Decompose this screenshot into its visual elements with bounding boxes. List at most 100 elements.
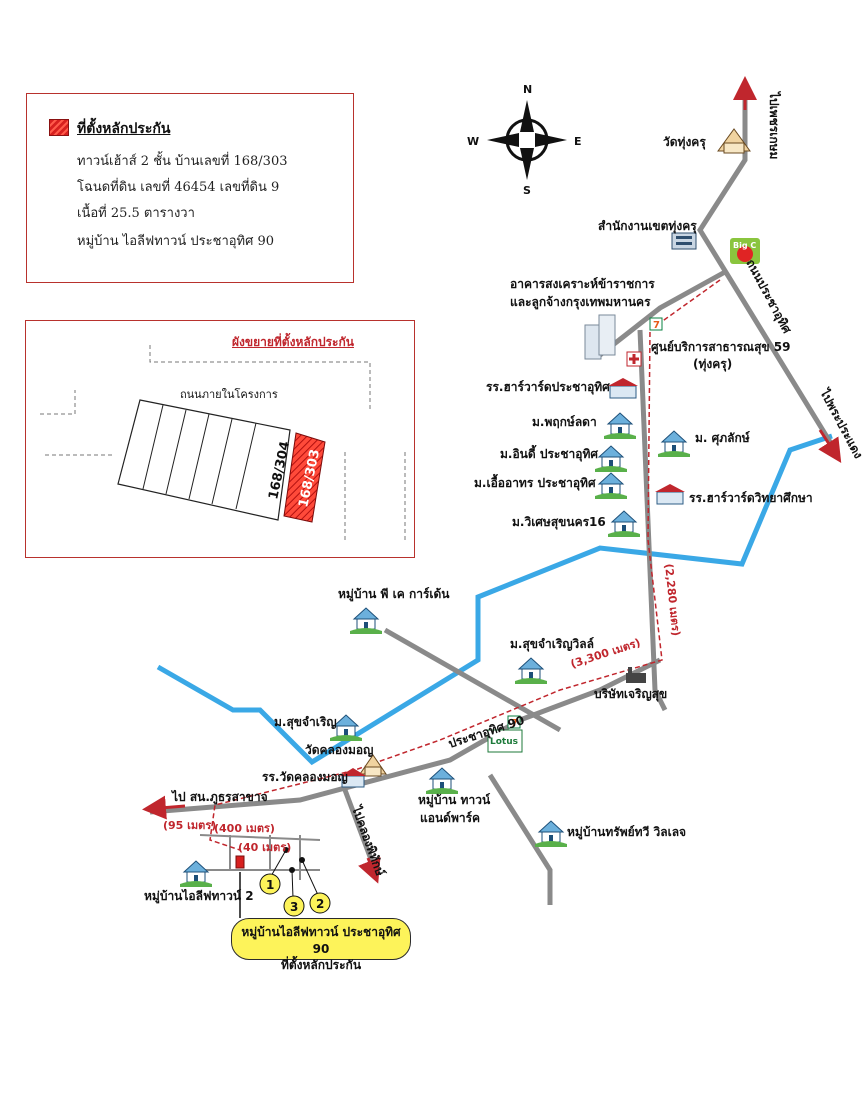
label-m-sukjaroen-ville: ม.สุขจำเริญวิลล์ bbox=[510, 637, 594, 652]
distance-label-3: (95 เมตร) bbox=[163, 819, 216, 832]
canal bbox=[156, 433, 833, 766]
road-pu90 bbox=[149, 657, 662, 815]
house-icon-sukjaroen-ville bbox=[514, 657, 548, 685]
compass-rose: N S E W bbox=[467, 83, 582, 197]
label-to-canal: ไปคลองพิทักษ์ bbox=[348, 802, 388, 878]
arrow-south bbox=[358, 856, 381, 884]
numbered-marker-2: 2 bbox=[309, 892, 331, 914]
label-road-prachauthit: ถนนประชาอุทิศ bbox=[742, 257, 794, 337]
house-icon-phruksa bbox=[603, 412, 637, 440]
label-school-witthayasuksa: รร.ฮาร์วาร์ดวิทยาศึกษา bbox=[689, 491, 813, 505]
label-wat-thung-khru: วัดทุ่งครุ bbox=[663, 135, 706, 150]
collateral-swatch bbox=[49, 119, 69, 136]
house-icon-indy bbox=[594, 445, 628, 473]
legend-title: ที่ตั้งหลักประกัน bbox=[77, 121, 171, 137]
label-m-sukon: ม. ศุภลักษ์ bbox=[695, 431, 750, 446]
inset-plan: ถนนภายในโครงการ 168/304 168/303 bbox=[40, 345, 406, 540]
svg-text:1: 1 bbox=[266, 878, 274, 892]
road-south bbox=[487, 773, 553, 905]
local-lanes bbox=[199, 834, 321, 880]
callout-line-2: ที่ตั้งหลักประกัน bbox=[280, 958, 362, 972]
legend-line-3: เนื้อที่ 25.5 ตารางวา bbox=[77, 206, 195, 221]
house-icon-wisetsuk bbox=[607, 510, 641, 538]
label-company: บริษัทเจริญสุข bbox=[594, 687, 667, 702]
seven-eleven-icon-2: 7 bbox=[507, 715, 521, 729]
label-sap-thawi: หมู่บ้านทรัพย์ทวี วิลเลจ bbox=[567, 825, 686, 840]
inset-frame bbox=[25, 320, 415, 558]
label-townplus-1: หมู่บ้าน ทาวน์ bbox=[418, 793, 491, 808]
house-icon-ilife2 bbox=[179, 860, 213, 888]
school-icon-1 bbox=[608, 378, 638, 399]
label-to-phetkasem: ไปเพชรเกษม bbox=[767, 90, 782, 159]
label-wat-khlong: วัดคลองมอญ bbox=[305, 743, 373, 757]
apartment-building-icon bbox=[584, 314, 616, 360]
health-center-icon bbox=[626, 351, 642, 367]
collateral-callout: หมู่บ้านไอลีฟทาวน์ ประชาอุทิศ 90 ที่ตั้ง… bbox=[231, 918, 411, 972]
road-pu90-north bbox=[637, 329, 668, 712]
road-klong-south bbox=[342, 789, 378, 871]
house-icon-pkgarden bbox=[349, 607, 383, 635]
arrow-southeast bbox=[818, 429, 842, 464]
legend-box: ที่ตั้งหลักประกัน ทาวน์เฮ้าส์ 2 ชั้น บ้า… bbox=[26, 93, 354, 283]
label-school-prachauthit: รร.ฮาร์วาร์ดประชาอุทิศ bbox=[486, 380, 610, 395]
svg-text:7: 7 bbox=[653, 320, 660, 331]
label-to-ku-thong: ไป สน.ภูธรสาขาจ bbox=[170, 789, 268, 805]
route-to-collateral bbox=[209, 279, 721, 851]
temple-icon bbox=[717, 128, 751, 154]
distance-label-4: (400 เมตร) bbox=[214, 822, 275, 835]
distance-label-1: (2,280 เมตร) bbox=[662, 563, 683, 637]
factory-icon bbox=[626, 667, 646, 683]
numbered-marker-3: 3 bbox=[283, 895, 305, 917]
svg-text:3: 3 bbox=[290, 900, 298, 914]
lotus-icon: Lotus bbox=[487, 729, 523, 753]
school-icon-2 bbox=[655, 484, 685, 505]
bigc-icon: Big C bbox=[730, 238, 760, 264]
label-district-office: สำนักงานเขตทุ่งครุ bbox=[598, 219, 697, 234]
label-elderly-home-1: อาคารสงเคราะห์ข้าราชการ bbox=[510, 277, 655, 291]
label-health-center: ศูนย์บริการสาธารณสุข 59 bbox=[651, 340, 790, 355]
label-to-phra-pradaeng: ไปพระประแดง bbox=[816, 385, 862, 461]
roads bbox=[149, 85, 838, 905]
distance-label-5: (40 เมตร) bbox=[238, 841, 291, 854]
road-prachauthit bbox=[697, 85, 838, 452]
label-m-sukjaroen: ม.สุขจำเริญ bbox=[274, 715, 337, 730]
legend-line-2: โฉนดที่ดิน เลขที่ 46454 เลขที่ดิน 9 bbox=[77, 180, 280, 195]
label-school-wat-khlong: รร.วัดคลองมอญ bbox=[262, 770, 348, 784]
legend-line-4: หมู่บ้าน ไอลีฟทาวน์ ประชาอุทิศ 90 bbox=[77, 234, 275, 249]
label-m-eua: ม.เอื้ออาทร ประชาอุทิศ bbox=[474, 473, 596, 491]
inset-title: ผังขยายที่ตั้งหลักประกัน bbox=[232, 335, 354, 349]
label-ilife-2: หมู่บ้านไอลีฟทาวน์ 2 bbox=[144, 888, 254, 904]
office-building-icon bbox=[671, 232, 697, 250]
label-m-phruksa: ม.พฤกษ์ลดา bbox=[532, 415, 597, 429]
house-icon-townplus bbox=[425, 767, 459, 795]
numbered-marker-1: 1 bbox=[259, 873, 281, 895]
label-elderly-home-2: และลูกจ้างกรุงเทพมหานคร bbox=[510, 295, 651, 310]
inset-road-label: ถนนภายในโครงการ bbox=[180, 387, 278, 401]
label-pk-garden: หมู่บ้าน พี เค การ์เด้น bbox=[338, 587, 450, 602]
svg-text:7: 7 bbox=[511, 718, 518, 729]
house-icon-sapthawi bbox=[534, 820, 568, 848]
label-m-wisetsuk: ม.วิเศษสุขนคร16 bbox=[512, 515, 606, 530]
road-pkgarden bbox=[383, 627, 562, 733]
svg-text:Lotus: Lotus bbox=[490, 737, 518, 747]
house-icon-eua bbox=[594, 472, 628, 500]
callout-line-1: หมู่บ้านไอลีฟทาวน์ ประชาอุทิศ 90 bbox=[241, 925, 401, 956]
label-m-indy: ม.อินดี้ ประชาอุทิศ bbox=[500, 444, 598, 462]
label-townplus-2: แอนด์พาร์ค bbox=[420, 811, 480, 825]
collateral-plot bbox=[283, 432, 326, 523]
svg-text:2: 2 bbox=[316, 897, 324, 911]
arrow-west bbox=[142, 795, 186, 820]
seven-eleven-icon-1: 7 bbox=[649, 317, 663, 331]
legend-line-1: ทาวน์เฮ้าส์ 2 ชั้น บ้านเลขที่ 168/303 bbox=[77, 154, 288, 169]
temple-icon-2 bbox=[359, 754, 387, 777]
road-connector-north bbox=[598, 269, 727, 357]
house-icon-sukon bbox=[657, 430, 691, 458]
svg-text:Big C: Big C bbox=[733, 241, 756, 250]
collateral-marker bbox=[235, 855, 245, 869]
compass-w: W bbox=[467, 135, 479, 148]
compass-e: E bbox=[574, 135, 582, 148]
compass-n: N bbox=[523, 83, 532, 96]
school-icon-3 bbox=[340, 768, 366, 788]
compass-s: S bbox=[523, 184, 531, 197]
